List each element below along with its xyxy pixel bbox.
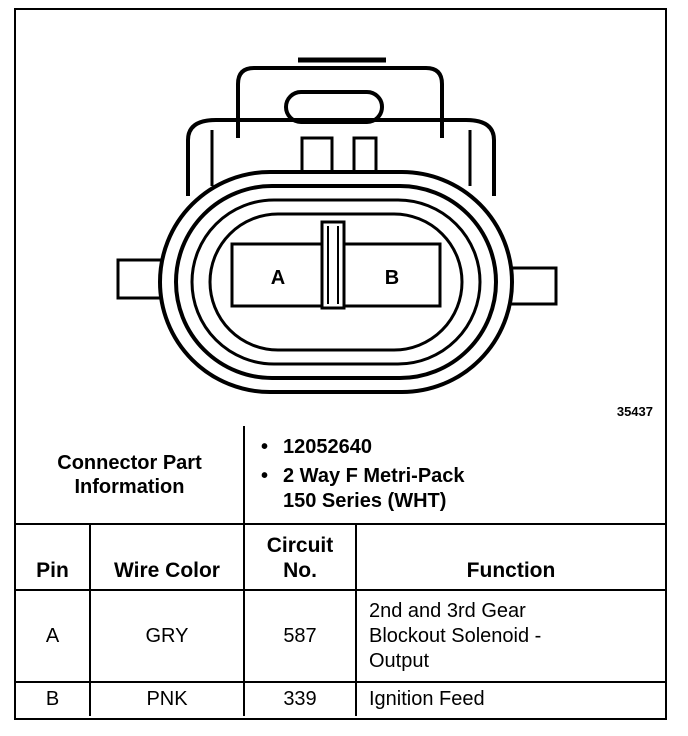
- header-wire-color: Wire Color: [89, 523, 245, 591]
- function-cell: 2nd and 3rd Gear Blockout Solenoid - Out…: [355, 589, 665, 683]
- part-info-label-line1: Connector Part: [57, 451, 202, 474]
- table-row: B PNK 339 Ignition Feed: [16, 681, 665, 716]
- bullet-icon: •: [261, 465, 269, 487]
- function-line: 2nd and 3rd Gear: [369, 599, 526, 622]
- part-info-row: Connector Part Information • 12052640 • …: [16, 426, 665, 525]
- pin-cell: A: [16, 589, 91, 683]
- part-description-item: • 2 Way F Metri-Pack 150 Series (WHT): [261, 464, 665, 514]
- header-circuit: Circuit No.: [243, 523, 357, 591]
- header-pin: Pin: [16, 523, 91, 591]
- right-tab: [508, 266, 558, 306]
- part-number-item: • 12052640: [261, 435, 665, 460]
- header-row: Pin Wire Color Circuit No. Function: [16, 523, 665, 591]
- connector-info-sheet: A B 35437 Connector Part Information • 1…: [14, 8, 667, 720]
- part-info-details: • 12052640 • 2 Way F Metri-Pack 150 Seri…: [243, 426, 665, 525]
- part-description-line2: 150 Series (WHT): [283, 490, 447, 512]
- center-key: [320, 220, 346, 310]
- part-description-line1: 2 Way F Metri-Pack: [283, 465, 465, 487]
- header-function: Function: [355, 523, 665, 591]
- function-line: Blockout Solenoid -: [369, 624, 542, 647]
- bullet-icon: •: [261, 436, 269, 458]
- circuit-cell: 339: [243, 681, 357, 716]
- part-info-label-line2: Information: [74, 475, 185, 498]
- latch-housing: [236, 66, 444, 138]
- circuit-cell: 587: [243, 589, 357, 683]
- latch-slot: [284, 90, 384, 124]
- pin-label-a: A: [271, 267, 285, 289]
- wire-color-cell: PNK: [89, 681, 245, 716]
- header-circuit-line1: Circuit: [266, 534, 334, 557]
- wire-color-cell: GRY: [89, 589, 245, 683]
- function-cell: Ignition Feed: [355, 681, 665, 716]
- left-tab: [116, 258, 166, 300]
- figure-number: 35437: [616, 404, 653, 419]
- part-number: 12052640: [283, 436, 372, 458]
- table-row: A GRY 587 2nd and 3rd Gear Blockout Sole…: [16, 589, 665, 683]
- header-circuit-line2: No.: [283, 559, 317, 582]
- connector-face-diagram: A B: [116, 57, 558, 394]
- connector-table: Connector Part Information • 12052640 • …: [16, 426, 665, 716]
- pin-label-b: B: [385, 267, 399, 289]
- function-line: Ignition Feed: [369, 688, 485, 710]
- pin-cell: B: [16, 681, 91, 716]
- part-info-label: Connector Part Information: [16, 426, 245, 525]
- function-line: Output: [369, 649, 430, 672]
